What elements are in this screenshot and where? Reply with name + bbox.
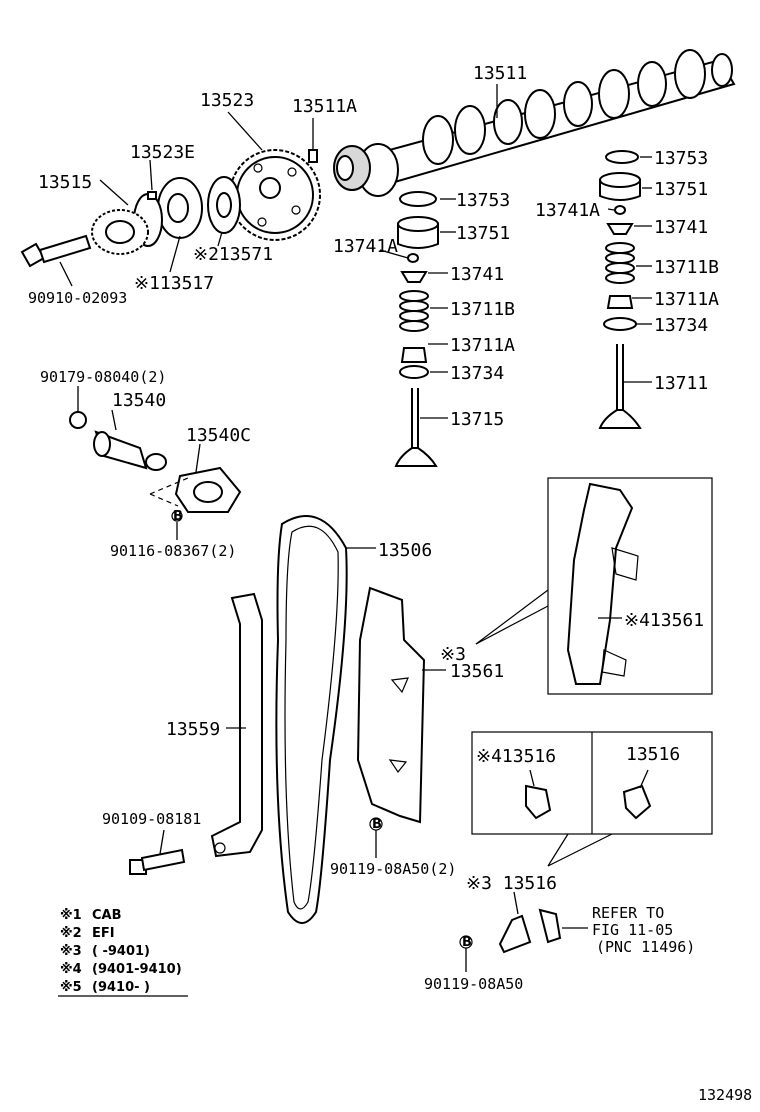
label-13734-right: 13734 — [654, 315, 708, 336]
label-13516-inset4: ※413516 — [476, 746, 556, 767]
label-13511a: 13511A — [292, 96, 357, 117]
label-90119-mid: 90119-08A50(2) — [330, 860, 456, 878]
chain-tensioner — [69, 411, 167, 471]
label-13711b-right: 13711B — [654, 257, 719, 278]
label-13517: ※113517 — [134, 273, 214, 294]
label-13515: 13515 — [38, 172, 92, 193]
right-valve-stack — [598, 150, 642, 429]
tensioner-gasket — [174, 466, 242, 513]
inset-plate-13516-b — [622, 784, 652, 820]
refer-line-1: REFER TO — [592, 904, 664, 922]
label-13523e: 13523E — [130, 142, 195, 163]
knock-pin — [308, 149, 318, 163]
label-13751-left: 13751 — [456, 223, 510, 244]
label-13506: 13506 — [378, 540, 432, 561]
chain-guide-13561 — [356, 586, 426, 824]
label-13559: 13559 — [166, 719, 220, 740]
label-90109: 90109-08181 — [102, 810, 201, 828]
label-13741-right: 13741 — [654, 217, 708, 238]
label-13523: 13523 — [200, 90, 254, 111]
label-13711: 13711 — [654, 373, 708, 394]
label-13753-right: 13753 — [654, 148, 708, 169]
note-mark: ※2 — [60, 926, 82, 941]
label-13751-right: 13751 — [654, 179, 708, 200]
note-mark: ※4 — [60, 962, 82, 977]
cam-sprocket — [229, 149, 321, 241]
left-valve-stack — [394, 191, 439, 467]
label-13741-left: 13741 — [450, 264, 504, 285]
thrust-plate — [207, 176, 241, 234]
label-13741a-left: 13741A — [333, 236, 398, 257]
camshaft — [333, 49, 736, 197]
pin-13523e — [147, 191, 157, 200]
note-text: CAB — [92, 908, 122, 923]
label-90179: 90179-08040(2) — [40, 368, 166, 386]
label-13516-inset: 13516 — [626, 744, 680, 765]
note-text: (9410- ) — [92, 980, 150, 995]
timing-chain — [275, 515, 348, 924]
label-13571: ※213571 — [193, 244, 273, 265]
label-13711b-left: 13711B — [450, 299, 515, 320]
note-mark: ※5 — [60, 980, 82, 995]
refer-line-3: (PNC 11496) — [596, 938, 695, 956]
label-90116: 90116-08367(2) — [110, 542, 236, 560]
label-13741a-right: 13741A — [535, 200, 600, 221]
label-13516-main: ※3 13516 — [466, 873, 557, 894]
figure-number: 132498 — [698, 1086, 752, 1104]
bolt-90109 — [129, 848, 186, 875]
inset-guide-13561 — [566, 482, 639, 685]
bolt-mark-b: B — [173, 509, 183, 524]
timing-plate-13516 — [498, 908, 562, 954]
label-13715: 13715 — [450, 409, 504, 430]
label-13711a-left: 13711A — [450, 335, 515, 356]
label-13540c: 13540C — [186, 425, 251, 446]
bolt-90910 — [20, 234, 92, 268]
notes-legend: ※1 CAB ※2 EFI ※3 ( -9401) ※4 (9401-9410)… — [60, 908, 182, 995]
label-13561-mark: ※3 — [440, 644, 466, 665]
inset-box-13561 — [547, 477, 713, 695]
label-90119-bot: 90119-08A50 — [424, 975, 523, 993]
label-13734-left: 13734 — [450, 363, 504, 384]
note-mark: ※1 — [60, 908, 82, 923]
label-13540: 13540 — [112, 390, 166, 411]
note-text: EFI — [92, 926, 115, 941]
label-13511: 13511 — [473, 63, 527, 84]
label-13561: 13561 — [450, 661, 504, 682]
inset-plate-13516-a — [525, 784, 552, 820]
note-text: (9401-9410) — [92, 962, 182, 977]
label-13753-left: 13753 — [456, 190, 510, 211]
drive-gear-13515 — [91, 209, 149, 255]
bolt-mark-b: B — [462, 935, 472, 950]
note-mark: ※3 — [60, 944, 82, 959]
label-90910: 90910-02093 — [28, 289, 127, 307]
note-text: ( -9401) — [92, 944, 150, 959]
label-13561-inset: ※413561 — [624, 610, 704, 631]
chain-damper-13559 — [210, 592, 263, 858]
bolt-mark-b: B — [372, 817, 382, 832]
label-13711a-right: 13711A — [654, 289, 719, 310]
refer-line-2: FIG 11-05 — [592, 921, 673, 939]
